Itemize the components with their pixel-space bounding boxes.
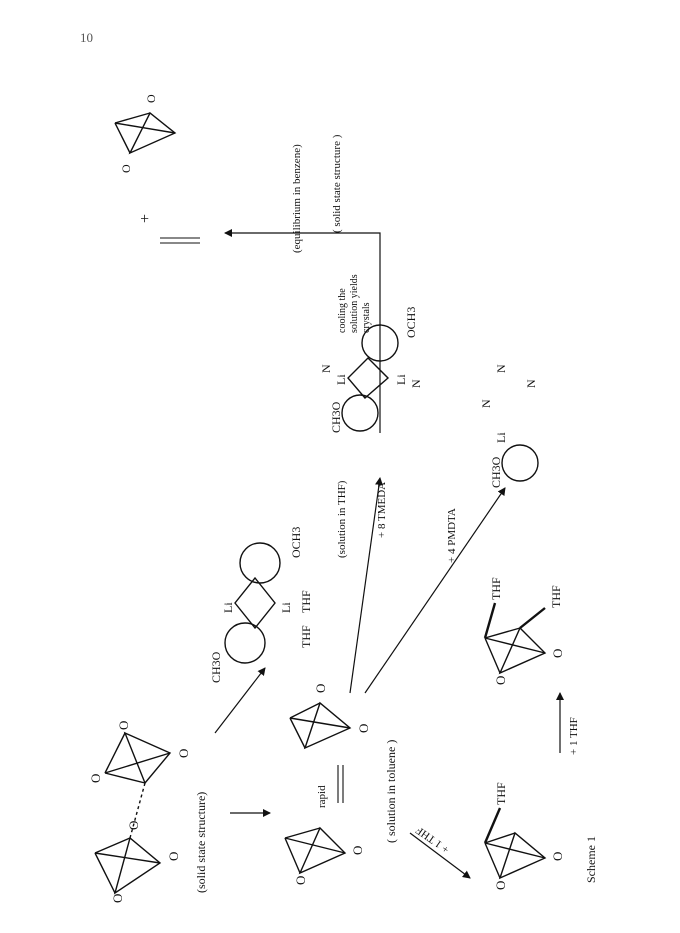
solid-state-tmeda-label: ( solid state structure ) bbox=[331, 134, 343, 233]
thf-ligand: THF bbox=[489, 577, 503, 600]
thf-ligand: THF bbox=[299, 625, 313, 648]
tmeda-dimer: Li Li CH3O OCH3 N N bbox=[319, 307, 423, 433]
oxygen-atom: O bbox=[88, 774, 103, 783]
nitrogen-atom: N bbox=[494, 364, 508, 373]
rapid-label: rapid bbox=[316, 785, 328, 808]
oxygen-atom: O bbox=[293, 876, 308, 885]
thf-ligand: THF bbox=[299, 590, 313, 613]
cluster-a: O O O bbox=[94, 821, 181, 903]
thf-ligand: THF bbox=[549, 585, 563, 608]
oxygen-atom: O bbox=[356, 724, 371, 733]
page-number: 10 bbox=[80, 30, 93, 45]
oxygen-atom: O bbox=[493, 676, 508, 685]
lithium-atom: Li bbox=[394, 374, 408, 385]
methoxy-group: CH3O bbox=[209, 651, 223, 683]
arrow-plus-tmeda bbox=[349, 477, 383, 694]
arrow-to-thf-dimer bbox=[214, 667, 266, 734]
oxygen-atom: O bbox=[313, 684, 328, 693]
oxygen-atom: O bbox=[144, 94, 158, 103]
lithium-atom: Li bbox=[279, 602, 293, 613]
arrow-plus-pmdta bbox=[364, 487, 506, 694]
methoxy-group: OCH3 bbox=[289, 527, 303, 558]
plus-thf-label-2: + 1 THF bbox=[568, 717, 580, 755]
toluene-solution: O O rapid O O ( solution in toluene ) bbox=[284, 684, 398, 885]
tmeda-label: + 8 TMEDA bbox=[376, 482, 388, 538]
oxygen-atom: O bbox=[493, 881, 508, 890]
oxygen-atom: O bbox=[116, 721, 131, 730]
scheme-caption: Scheme 1 bbox=[584, 836, 598, 883]
nitrogen-atom: N bbox=[319, 364, 333, 373]
solid-state-label: (solid state structure) bbox=[194, 792, 208, 893]
cooling-label-3: crystals bbox=[361, 302, 372, 333]
oxygen-atom: O bbox=[119, 164, 133, 173]
solid-state-dimer: O O O O O O (solid state structure) bbox=[88, 721, 208, 903]
nitrogen-atom: N bbox=[524, 379, 538, 388]
methoxy-group: CH3O bbox=[329, 401, 343, 433]
oxygen-atom: O bbox=[350, 846, 365, 855]
methoxy-group: OCH3 bbox=[404, 307, 418, 338]
plus-sign: + bbox=[137, 214, 154, 223]
methoxy-group: CH3O bbox=[489, 456, 503, 488]
tmeda-bridged-structure: O O ( solid state structure ) bbox=[114, 94, 343, 233]
cluster-b: O O O bbox=[88, 721, 191, 785]
pmdta-adduct: Li CH3O N N N bbox=[479, 364, 539, 488]
thf-solution-dimer: Li Li CH3O OCH3 THF THF (solution in THF… bbox=[209, 480, 348, 683]
lithium-atom: Li bbox=[221, 602, 235, 613]
nitrogen-atom: N bbox=[479, 399, 493, 408]
oxygen-atom: O bbox=[110, 894, 125, 903]
pmdta-label: + 4 PMDTA bbox=[446, 508, 458, 563]
lithium-atom: Li bbox=[334, 374, 348, 385]
arrow-plus-thf-1 bbox=[409, 832, 471, 879]
thf-ligand: THF bbox=[494, 782, 508, 805]
thf-adduct-1: THF O O bbox=[483, 782, 565, 890]
cooling-label-2: solution yields bbox=[349, 274, 360, 333]
benzene-equilibrium: (equilibrium in benzene) + bbox=[137, 144, 303, 253]
lithium-atom: Li bbox=[494, 432, 508, 443]
arrow-cooling bbox=[224, 229, 381, 433]
oxygen-atom: O bbox=[550, 649, 565, 658]
thf-adduct-2: THF THF O O bbox=[483, 577, 565, 685]
toluene-label: ( solution in toluene ) bbox=[384, 740, 398, 843]
cooling-label-1: cooling the bbox=[337, 288, 348, 333]
nitrogen-atom: N bbox=[409, 379, 423, 388]
oxygen-atom: O bbox=[550, 852, 565, 861]
equilibrium-label: (equilibrium in benzene) bbox=[291, 144, 303, 253]
thf-solution-label: (solution in THF) bbox=[336, 480, 348, 558]
oxygen-atom: O bbox=[166, 852, 181, 861]
oxygen-atom: O bbox=[176, 749, 191, 758]
